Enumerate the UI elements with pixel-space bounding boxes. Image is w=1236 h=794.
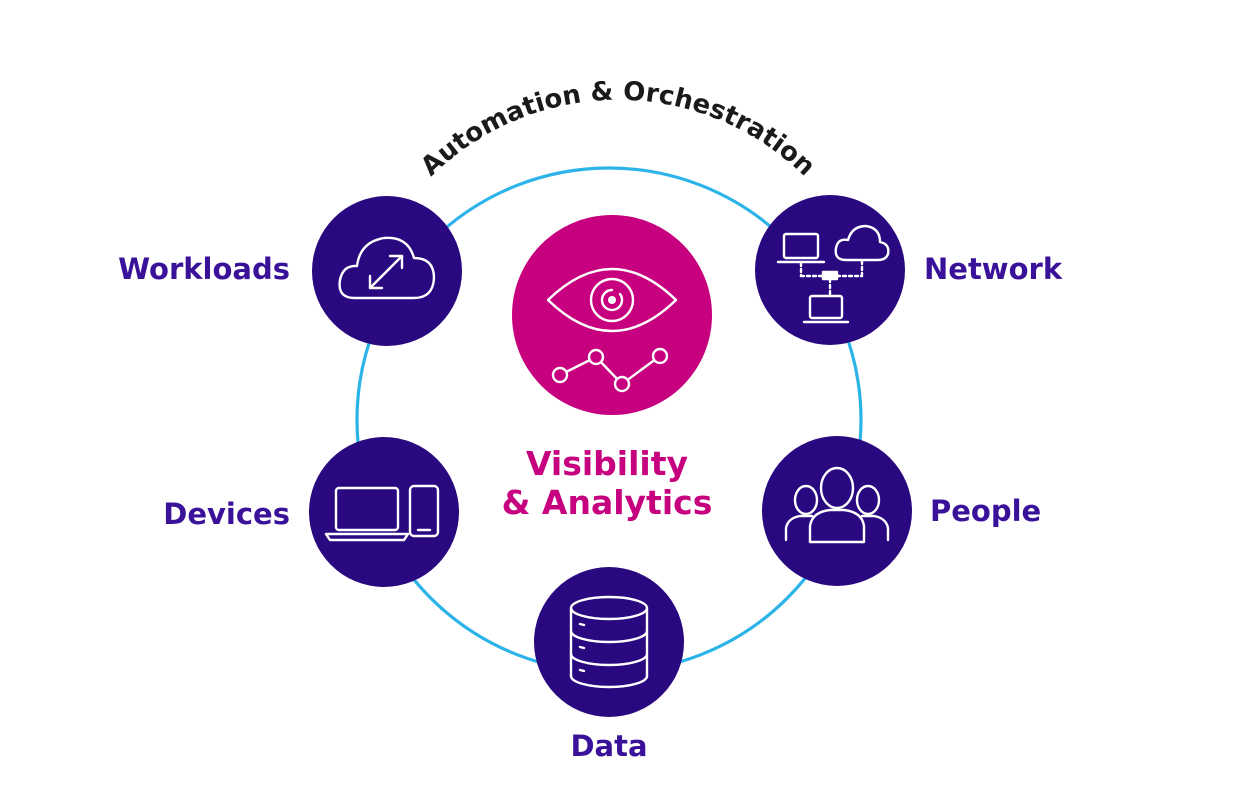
pillar-label-workloads: Workloads [118, 252, 290, 286]
pillar-workloads [312, 196, 462, 346]
center-title-line1: Visibility [526, 444, 688, 483]
pillar-circle-network [755, 195, 905, 345]
laptop-phone-icon [324, 484, 440, 542]
ring-label-text: Automation & Orchestration [415, 77, 820, 182]
cloud-arrows-icon [338, 236, 436, 300]
eye-analytics-icon [546, 267, 678, 393]
pillar-label-network: Network [924, 252, 1063, 286]
center-node [512, 215, 712, 415]
people-group-icon [784, 466, 890, 544]
pillar-data [534, 567, 684, 717]
center-title-line2: & Analytics [502, 483, 713, 522]
pillar-label-people: People [930, 494, 1041, 528]
network-icon [776, 224, 890, 324]
pillar-label-data: Data [570, 729, 647, 763]
ring-label: Automation & Orchestration [415, 77, 820, 182]
pillar-label-devices: Devices [163, 497, 290, 531]
pillar-circle-devices [309, 437, 459, 587]
pillar-people [762, 436, 912, 586]
pillar-network [755, 195, 905, 345]
database-icon [569, 595, 649, 689]
center-circle [512, 215, 712, 415]
pillar-devices [309, 437, 459, 587]
